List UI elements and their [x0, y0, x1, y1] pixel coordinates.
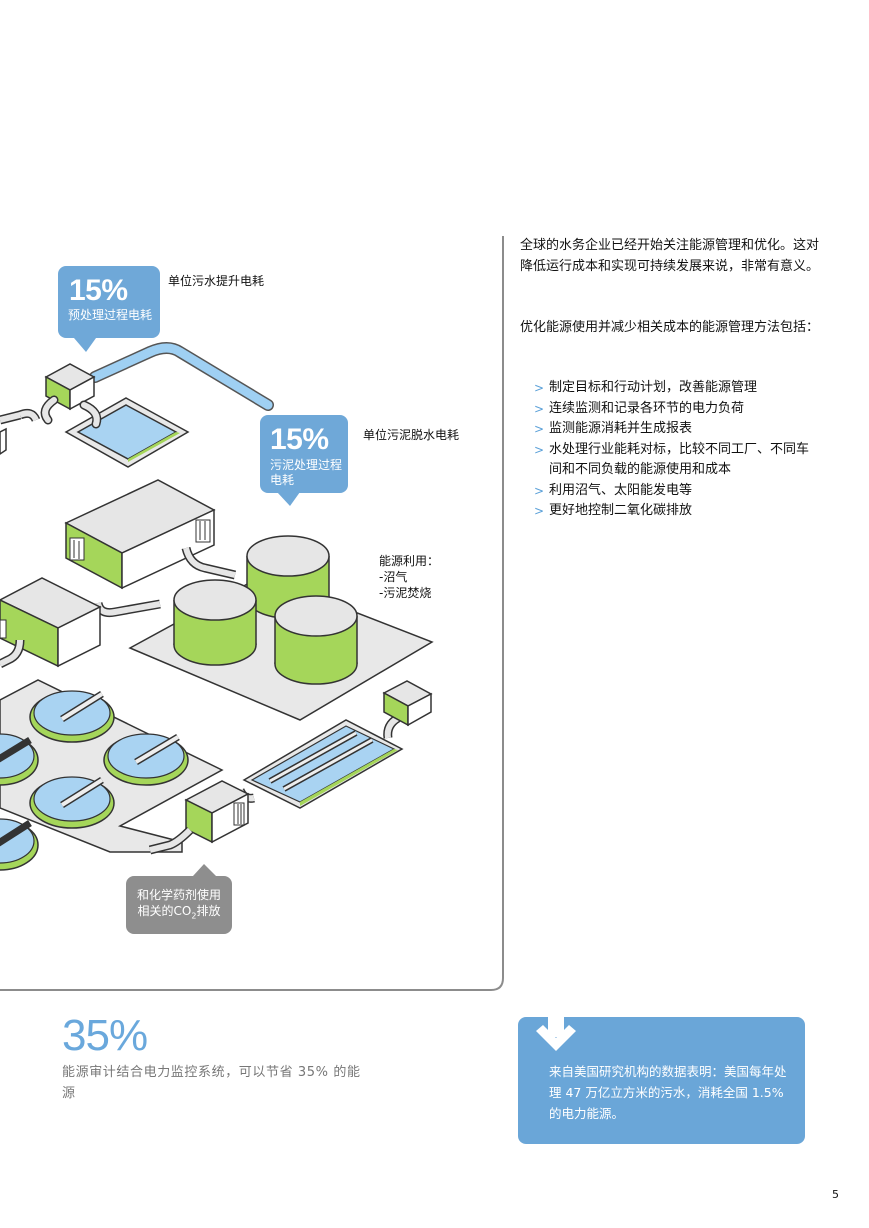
arrow-down-icon	[536, 1017, 576, 1051]
list-item: >制定目标和行动计划，改善能源管理	[534, 380, 758, 395]
list-item: >水处理行业能耗对标，比较不同工厂、不同车间和不同负载的能源使用和成本	[534, 441, 810, 478]
co2-line1: 和化学药剂使用	[136, 888, 221, 902]
list-item: >连续监测和记录各环节的电力负荷	[534, 400, 745, 416]
co2-line2: 相关的CO2排放	[137, 904, 221, 921]
stat-value: 35%	[62, 1011, 148, 1060]
pump-station-box	[44, 363, 96, 411]
left-edge-box-1	[0, 427, 7, 455]
intro-paragraph-1: 全球的水务企业已经开始关注能源管理和优化。这对降低运行成本和实现可持续发展来说，…	[520, 238, 820, 274]
disinfection-channel	[242, 719, 404, 809]
callout-pointer-1	[74, 338, 96, 352]
dewater-label: 单位污泥脱水电耗	[363, 428, 460, 442]
panel-border	[0, 236, 504, 991]
digester-pad	[128, 535, 434, 721]
method-list: >制定目标和行动计划，改善能源管理 >连续监测和记录各环节的电力负荷 >监测能源…	[534, 378, 819, 522]
sludge-percent: 15%	[270, 423, 329, 456]
lift-label: 单位污水提升电耗	[168, 274, 265, 288]
list-item: >监测能源消耗并生成报表	[534, 421, 693, 436]
energy-item-incineration: -污泥焚烧	[379, 586, 432, 600]
energy-title: 能源利用：	[379, 554, 440, 568]
clarifier-pad	[0, 679, 224, 871]
callout-pointer-2	[277, 492, 300, 506]
co2-callout: 和化学药剂使用 相关的CO2排放	[126, 876, 232, 934]
page-number: 5	[832, 1188, 839, 1201]
control-building	[64, 479, 216, 590]
list-item: >利用沼气、太阳能发电等	[534, 482, 693, 498]
sludge-label-line2: 电耗	[270, 473, 295, 487]
pretreatment-callout: 15% 预处理过程电耗	[58, 266, 160, 338]
stat-caption: 能源审计结合电力监控系统，可以节省 35% 的能源	[62, 1065, 361, 1101]
callout-pointer-3	[193, 864, 216, 876]
sludge-callout: 15% 污泥处理过程 电耗	[260, 415, 348, 493]
blower-building	[0, 577, 102, 668]
sludge-label-line1: 污泥处理过程	[270, 458, 343, 472]
fact-box: 来自美国研究机构的数据表明：美国每年处理 47 万亿立方米的污水，消耗全国 1.…	[518, 1017, 805, 1144]
dosing-building	[184, 780, 250, 844]
intro-paragraph-2: 优化能源使用并减少相关成本的能源管理方法包括：	[520, 320, 820, 335]
pretreatment-percent: 15%	[69, 274, 128, 307]
energy-item-biogas: -沼气	[379, 570, 408, 584]
uv-control-box	[382, 680, 433, 727]
list-item: >更好地控制二氧化碳排放	[534, 503, 693, 518]
pretreatment-label: 预处理过程电耗	[68, 308, 153, 322]
fact-text: 来自美国研究机构的数据表明：美国每年处理 47 万亿立方米的污水，消耗全国 1.…	[549, 1064, 787, 1121]
